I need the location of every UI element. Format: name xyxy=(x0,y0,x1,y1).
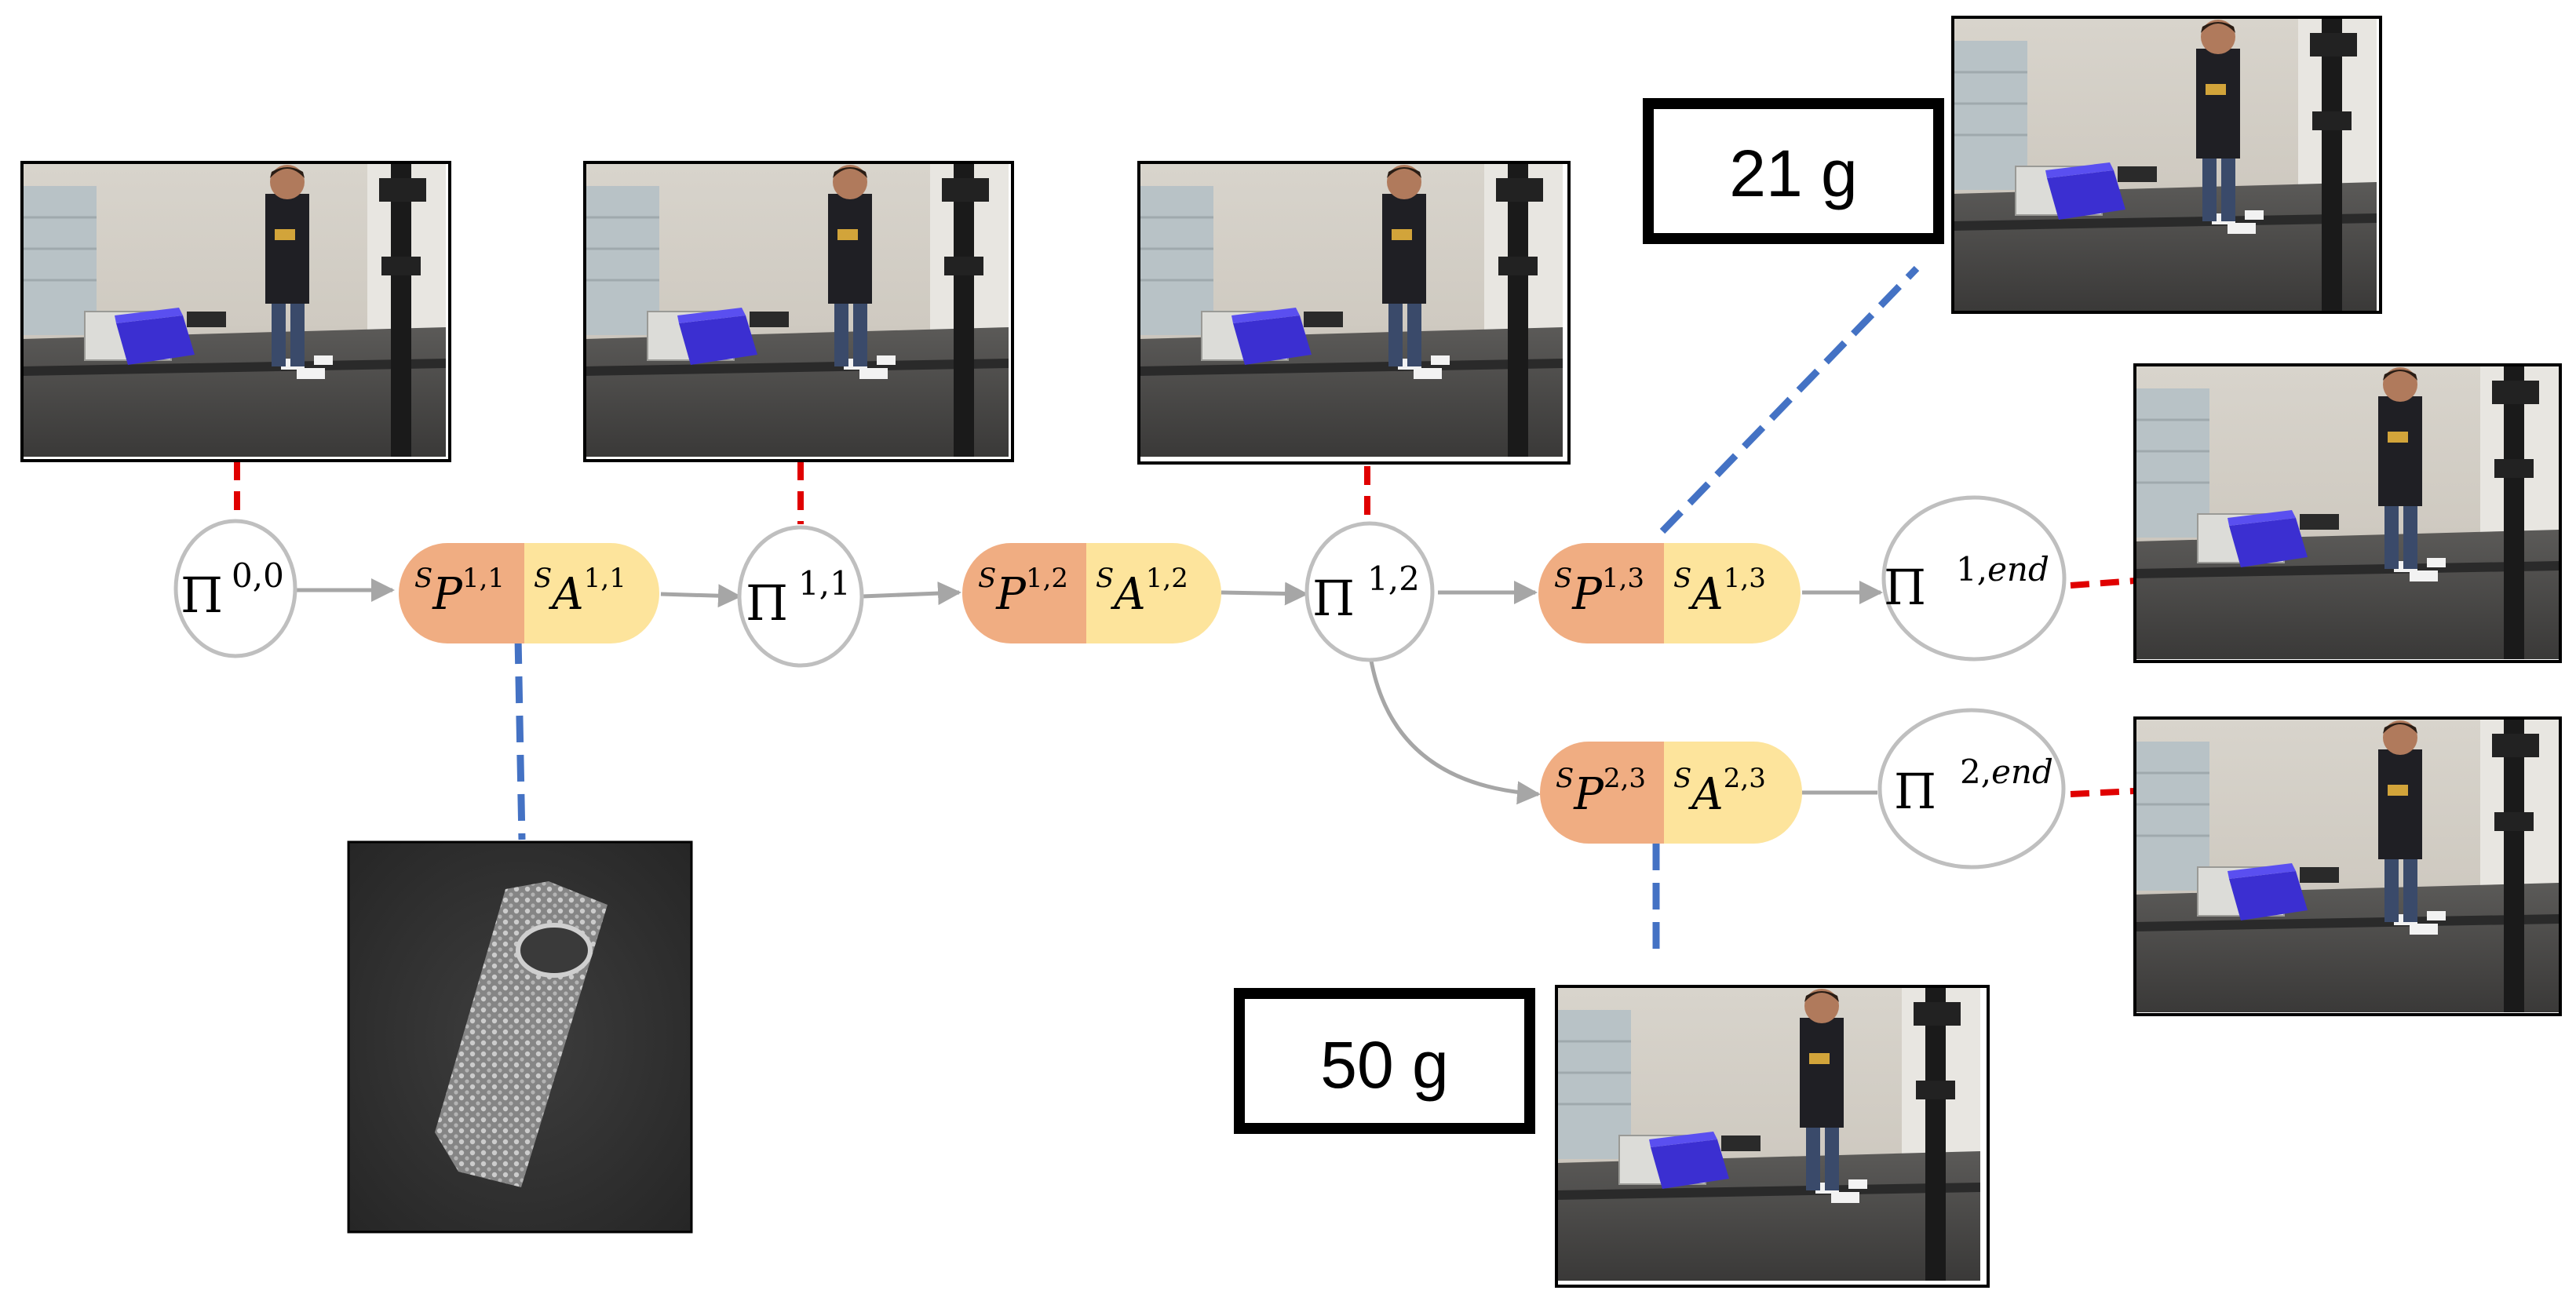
blue-link-s13-photo xyxy=(1659,265,1920,534)
state-node-pi-0-0: Π 0,0 xyxy=(173,519,297,658)
arrow-s12-to-pi12 xyxy=(1220,581,1308,606)
precondition-label: SP1,3 xyxy=(1554,563,1644,620)
photo-state-pi2end xyxy=(2133,716,2562,1016)
pi-superscript-end: end xyxy=(1987,550,2049,589)
pi-symbol: Π xyxy=(746,574,788,632)
pi-superscript: 1,2 xyxy=(1367,560,1420,598)
pointcloud-image xyxy=(347,840,693,1234)
action-label: SA1,2 xyxy=(1096,563,1188,620)
mass-box-upper: 21 g xyxy=(1643,98,1944,244)
state-node-pi-1-1: Π 1,1 xyxy=(737,525,864,668)
pi-superscript-num: 2, xyxy=(1960,753,1991,791)
pi-symbol: Π xyxy=(181,567,223,624)
precondition-label: SP2,3 xyxy=(1556,763,1646,820)
pi-superscript-end: end xyxy=(1991,753,2053,791)
flow-arrows xyxy=(289,578,1883,805)
mass-box-lower: 50 g xyxy=(1234,988,1535,1134)
red-link-pi1end xyxy=(2070,578,2136,589)
skill-node-1-2: SP1,2 SA1,2 xyxy=(962,543,1221,643)
pi-superscript: 0,0 xyxy=(232,556,284,595)
state-snapshot-links xyxy=(234,461,2136,797)
skill-node-2-3: SP2,3 SA2,3 xyxy=(1540,742,1802,844)
pi-symbol: Π xyxy=(1312,570,1355,627)
state-node-pi-2-end: Π 2,end xyxy=(1877,708,2066,869)
action-label: SA2,3 xyxy=(1673,763,1766,820)
photo-state-pi1end xyxy=(2133,363,2562,663)
photo-state-pi12 xyxy=(1137,161,1571,465)
pi-symbol: Π xyxy=(1894,763,1936,820)
pi-superscript: 1,1 xyxy=(798,564,851,603)
skill-annotation-links xyxy=(514,265,1920,957)
arrow-pi11-to-s12 xyxy=(861,581,961,606)
state-node-pi-1-end: Π 1,end xyxy=(1881,495,2067,662)
mass-label-lower: 50 g xyxy=(1320,1028,1449,1102)
photo-skill-s23 xyxy=(1555,985,1990,1288)
action-label: SA1,3 xyxy=(1673,563,1766,620)
skill-node-1-3: SP1,3 SA1,3 xyxy=(1538,543,1801,643)
arrow-s11-to-pi11 xyxy=(660,584,742,608)
pi-superscript: 2,end xyxy=(1960,753,2053,791)
pi-symbol: Π xyxy=(1884,559,1926,616)
photo-state-pi11 xyxy=(583,161,1014,462)
action-label: SA1,1 xyxy=(534,563,626,620)
photo-skill-s13 xyxy=(1951,16,2382,314)
pi-superscript: 1,end xyxy=(1956,550,2049,589)
arrow-pi12-to-s23 xyxy=(1367,651,1541,805)
precondition-label: SP1,1 xyxy=(414,563,505,620)
photo-state-pi00 xyxy=(20,161,451,462)
skill-node-1-1: SP1,1 SA1,1 xyxy=(399,543,659,643)
precondition-label: SP1,2 xyxy=(978,563,1068,620)
blue-link-s11-pointcloud xyxy=(514,636,526,840)
mass-label-upper: 21 g xyxy=(1729,137,1858,210)
state-node-pi-1-2: Π 1,2 xyxy=(1304,521,1435,662)
pi-superscript-num: 1, xyxy=(1956,550,1987,589)
red-link-pi2end xyxy=(2070,788,2136,797)
